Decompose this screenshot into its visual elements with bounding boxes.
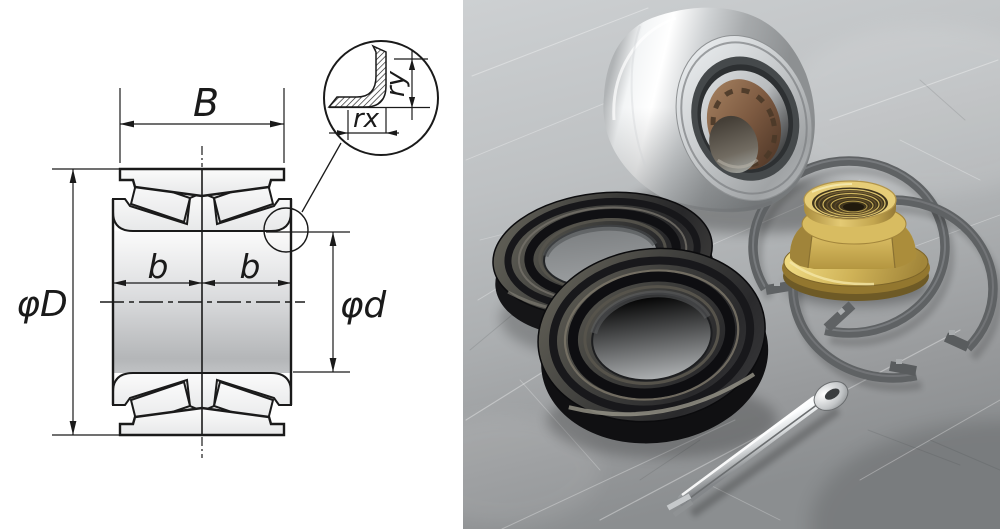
dim-label-rx: rx <box>353 104 380 134</box>
cotter-pin-shadow <box>689 406 841 518</box>
cotter-pin-body <box>677 395 823 507</box>
dimension-phid: φd <box>266 231 388 373</box>
table-sheen-highlight <box>780 25 1000 195</box>
cotter-pin-leg-b <box>672 499 694 518</box>
snap-ring-right-hook-b <box>889 361 917 376</box>
table-sheen-lower <box>410 415 600 525</box>
nut-collar-glint <box>811 183 853 193</box>
bearing-bore-glint <box>716 158 759 169</box>
bearing-face-chamfer <box>680 41 808 195</box>
nut-flange-highlight <box>789 260 875 286</box>
chamfer-profile-hatched <box>327 44 387 108</box>
dim-label-b-left: b <box>148 247 169 286</box>
bearing-front-face <box>675 35 813 201</box>
snap-ring-left-hook-a <box>823 301 856 332</box>
bearing-cross-section-diagram: B φD φd b b <box>0 0 463 529</box>
wheel-bearing <box>603 7 815 213</box>
nut-threads <box>814 188 886 219</box>
cotter-pin-head <box>813 381 849 411</box>
nut-bore-hole <box>843 203 864 211</box>
bearing-kit-photo <box>410 0 1000 529</box>
dim-label-phid: φd <box>340 285 388 326</box>
dimension-b-right: b <box>202 247 291 287</box>
axle-nut <box>782 180 930 301</box>
bearing-bore <box>709 115 759 174</box>
dim-label-B: B <box>193 81 219 125</box>
dimension-B: B <box>119 81 285 163</box>
grease-seal-front <box>537 247 769 444</box>
detail-marker-circle <box>263 207 309 253</box>
dim-label-phiD: φD <box>16 284 67 325</box>
seal-front-rim-sheen <box>568 372 756 417</box>
dim-label-ry: ry <box>381 70 411 97</box>
cotter-pin-leg-a <box>666 493 692 511</box>
snap-ring-right-hook-a <box>943 332 971 352</box>
cotter-pin-seam <box>685 403 819 502</box>
cotter-pin <box>666 381 849 518</box>
bearing-seam-line <box>630 25 647 169</box>
dim-label-b-right: b <box>240 247 261 286</box>
dimension-b-left: b <box>113 247 202 287</box>
table-corner-shade <box>810 420 1000 529</box>
cotter-pin-eye <box>824 388 840 400</box>
chamfer-detail-view: ry rx <box>323 40 439 156</box>
dimension-phiD: φD <box>16 168 120 436</box>
detail-leader-line <box>301 142 342 213</box>
cotter-pin-highlight <box>681 397 814 496</box>
bearing-rim-highlight <box>612 16 677 121</box>
